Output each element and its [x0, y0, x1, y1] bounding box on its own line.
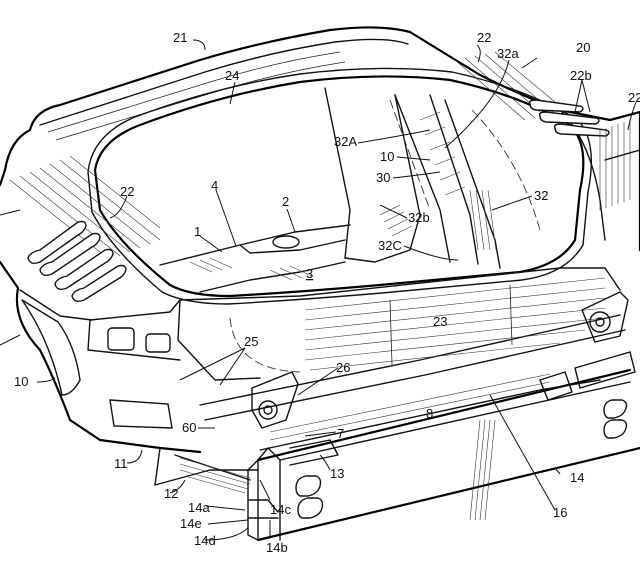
reference-labels: 21 22 32a 20 22b 22 24 32A 10 30 32 32b … — [14, 30, 640, 555]
label-10: 10 — [14, 374, 28, 389]
label-2: 2 — [282, 194, 289, 209]
label-32C: 32C — [378, 238, 402, 253]
label-22-left: 22 — [120, 184, 134, 199]
label-24: 24 — [225, 68, 239, 83]
lamp-opening — [145, 333, 171, 353]
bumper-slot — [297, 497, 324, 519]
lamp-opening — [107, 327, 135, 351]
right-side-panel — [454, 51, 631, 210]
vent-slot — [528, 99, 584, 113]
vent-slot — [538, 111, 600, 125]
vent-slot — [27, 220, 87, 265]
leader-lines — [0, 39, 637, 541]
label-1: 1 — [194, 224, 201, 239]
vent-slot — [39, 232, 101, 277]
label-12: 12 — [164, 486, 178, 501]
vent-slot — [54, 248, 114, 291]
label-25: 25 — [244, 334, 258, 349]
bumper-beam — [154, 351, 640, 542]
label-14: 14 — [570, 470, 584, 485]
label-32b: 32b — [408, 210, 430, 225]
floor-panels — [159, 224, 351, 293]
label-8: 8 — [426, 406, 433, 421]
rear-body-frame — [0, 26, 640, 454]
left-side-panel — [9, 155, 161, 303]
label-4: 4 — [211, 178, 218, 193]
label-26: 26 — [336, 360, 350, 375]
vent-slot — [71, 264, 127, 303]
bumper-slot — [295, 475, 322, 497]
label-11: 11 — [114, 456, 128, 471]
label-16: 16 — [553, 505, 567, 520]
label-3: 3 — [306, 266, 313, 281]
label-14e: 14e — [180, 516, 202, 531]
lamp-opening — [109, 399, 173, 429]
label-32a: 32a — [497, 46, 519, 61]
label-22: 22 — [477, 30, 491, 45]
label-30: 30 — [376, 170, 390, 185]
rear-partition — [324, 87, 541, 269]
label-22-right: 22 — [628, 90, 640, 105]
label-14a: 14a — [188, 500, 210, 515]
label-13: 13 — [330, 466, 344, 481]
label-10-partition: 10 — [380, 149, 394, 164]
label-21: 21 — [173, 30, 187, 45]
rear-end-panel — [87, 267, 629, 429]
label-32: 32 — [534, 188, 548, 203]
rear-window-opening — [87, 67, 593, 305]
label-14b: 14b — [266, 540, 288, 555]
label-14d: 14d — [194, 533, 216, 548]
bumper-slot — [603, 419, 628, 439]
label-32A: 32A — [334, 134, 357, 149]
label-20: 20 — [576, 40, 590, 55]
vent-slot — [553, 123, 610, 137]
bumper-slot — [603, 399, 628, 419]
label-23: 23 — [433, 314, 447, 329]
label-7: 7 — [337, 426, 344, 441]
label-60: 60 — [182, 420, 196, 435]
label-22b: 22b — [570, 68, 592, 83]
label-14c: 14c — [270, 502, 291, 517]
